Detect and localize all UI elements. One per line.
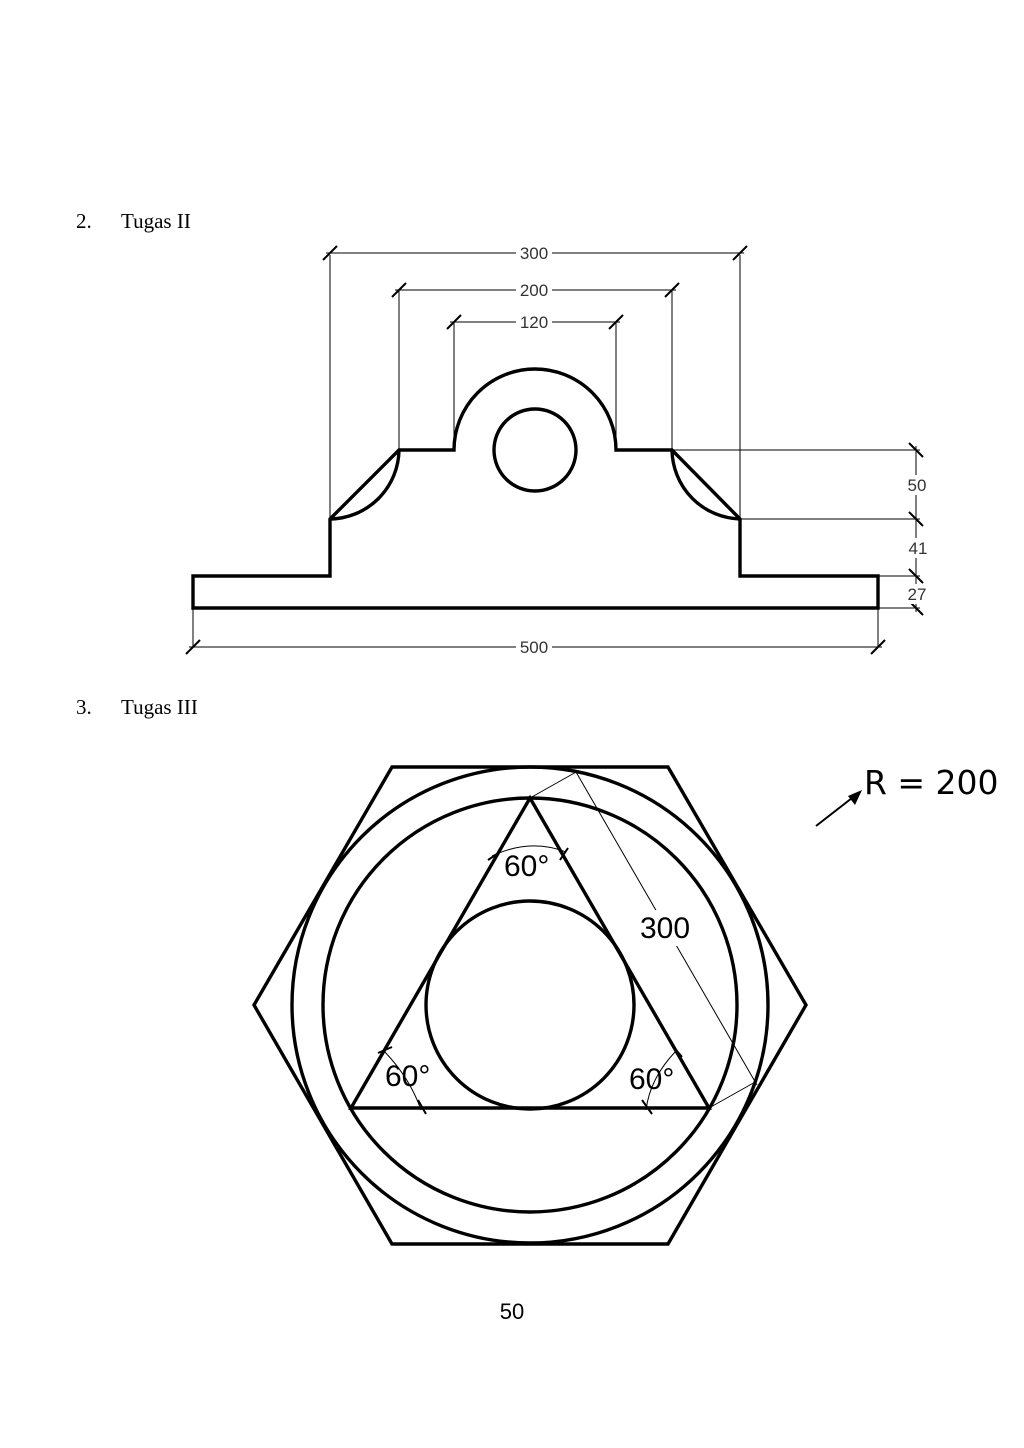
angle-label-right: 60° xyxy=(629,1063,674,1096)
radius-arrow-line xyxy=(815,797,853,827)
left-fillet-arc xyxy=(329,449,401,521)
part-outline xyxy=(191,367,880,610)
extension-line xyxy=(529,770,579,799)
outer-circle xyxy=(290,765,770,1245)
dimension-label-41: 41 xyxy=(909,539,928,558)
extension-line xyxy=(708,1080,758,1109)
drawing-tugas-ii: 300 200 120 500 50 41 27 xyxy=(185,243,929,657)
dimension-ticks xyxy=(185,245,924,655)
section-heading-tugas-ii: 2. Tugas II xyxy=(76,209,191,234)
section-number: 2. xyxy=(76,209,92,233)
section-heading-tugas-iii: 3. Tugas III xyxy=(76,695,198,720)
dimension-label-300: 300 xyxy=(520,244,548,263)
drawing-tugas-iii: 300 60° 60° 60° R = 200 xyxy=(252,763,999,1246)
angle-arc-right xyxy=(645,1050,677,1111)
section-number: 3. xyxy=(76,695,92,719)
hexagon xyxy=(252,765,808,1246)
dimension-label-50: 50 xyxy=(908,476,927,495)
bore-circle xyxy=(492,407,578,493)
inscribed-circle xyxy=(424,899,636,1111)
dimension-label-120: 120 xyxy=(520,313,548,332)
radius-note: R = 200 xyxy=(864,763,999,802)
angle-label-top: 60° xyxy=(504,850,549,883)
angle-arc-left xyxy=(383,1050,422,1111)
section-title: Tugas III xyxy=(121,695,198,719)
page-number: 50 xyxy=(499,1299,525,1324)
dimension-label-27: 27 xyxy=(908,585,927,604)
arrow-head-icon xyxy=(848,790,862,805)
side-length-label: 300 xyxy=(640,912,690,945)
section-title: Tugas II xyxy=(121,209,191,233)
dimension-label-200: 200 xyxy=(520,281,548,300)
dimension-label-500: 500 xyxy=(520,638,548,657)
right-fillet-arc xyxy=(670,449,741,521)
angle-label-left: 60° xyxy=(385,1060,430,1093)
